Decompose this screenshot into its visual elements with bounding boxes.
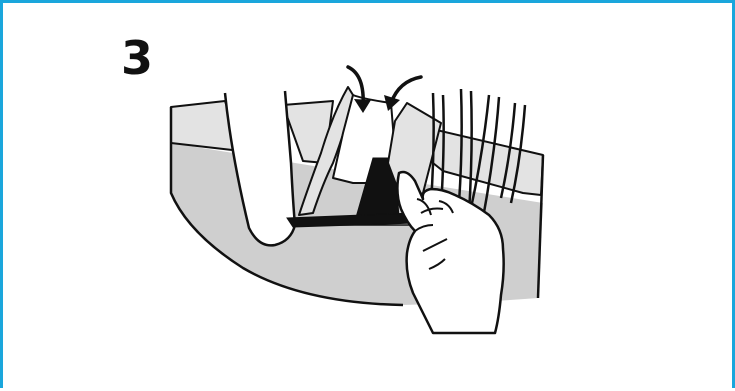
curved-arrow-left-icon [384,77,421,111]
assembly-illustration [3,3,735,391]
